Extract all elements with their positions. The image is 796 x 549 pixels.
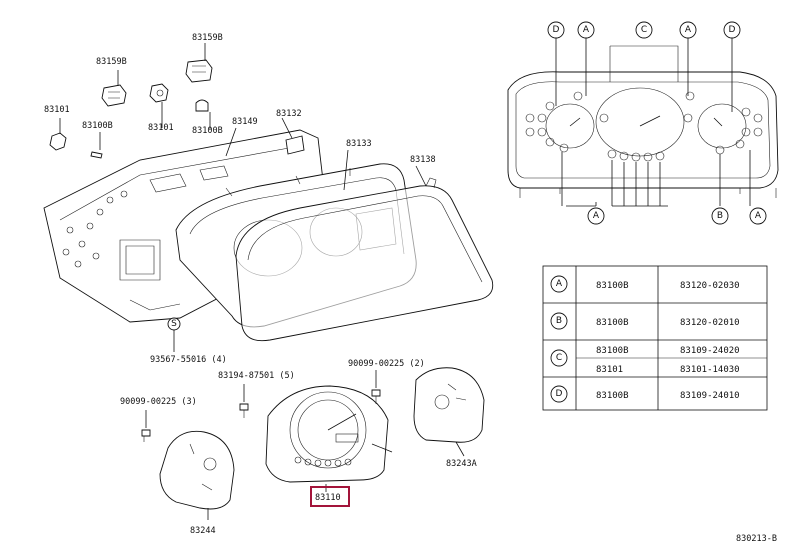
table-row-C: C 83100B 83109-24020 83101 83101-14030 xyxy=(550,346,740,375)
row-B-key: B xyxy=(556,316,562,326)
label-83110[interactable]: 83110 xyxy=(315,493,341,503)
callout-top-0: D xyxy=(553,25,560,35)
label-83149: 83149 xyxy=(232,117,258,127)
bulb-83100B-mid xyxy=(195,99,209,112)
row-D-key: D xyxy=(556,389,563,399)
row-A-col2: 83120-02030 xyxy=(680,281,740,291)
callout-top-1: A xyxy=(583,25,590,35)
table-row-B: B 83100B 83120-02010 xyxy=(550,312,740,330)
row-C-col2-b: 83101-14030 xyxy=(680,365,740,375)
callout-bottom-0: A xyxy=(593,211,600,221)
label-83138: 83138 xyxy=(410,155,436,165)
row-B-col2: 83120-02010 xyxy=(680,318,740,328)
row-A-key: A xyxy=(556,279,563,289)
socket-83101-left xyxy=(49,132,67,151)
screw-s: S xyxy=(167,317,181,352)
label-screw-5: 83194-87501 (5) xyxy=(218,371,295,381)
label-screw-s: 93567-55016 (4) xyxy=(150,355,227,365)
label-83243A: 83243A xyxy=(446,459,477,469)
label-83132: 83132 xyxy=(276,109,302,119)
label-83159B: 83159B xyxy=(96,57,127,67)
legend-table: A 83100B 83120-02030 B 83100B 83120-0201… xyxy=(542,265,768,411)
label-83244: 83244 xyxy=(190,526,216,536)
table-row-D: D 83100B 83109-24010 xyxy=(550,385,740,403)
label-83159B-top: 83159B xyxy=(192,33,223,43)
s-marker-label: S xyxy=(171,319,177,329)
callout-top-row: D A C A D xyxy=(547,21,741,39)
socket-83159B xyxy=(101,84,127,107)
row-B-col1: 83100B xyxy=(596,318,629,328)
screw-5 xyxy=(239,384,249,418)
table-row-A: A 83100B 83120-02030 xyxy=(550,275,740,293)
gauge-83110 xyxy=(265,385,393,492)
label-83101-b: 83101 xyxy=(148,123,174,133)
highlight-83110-box xyxy=(310,486,350,507)
label-83100B-a: 83100B xyxy=(82,121,113,131)
bulb-83100B-left xyxy=(90,151,103,159)
clip-83132 xyxy=(285,135,305,155)
callout-bottom-2: A xyxy=(755,211,762,221)
lens-83138 xyxy=(235,177,494,342)
socket-83159B-top xyxy=(185,59,213,83)
row-A-col1: 83100B xyxy=(596,281,629,291)
row-C-col1-a: 83100B xyxy=(596,346,629,356)
callout-bottom-1: B xyxy=(717,211,723,221)
socket-83101-mid xyxy=(149,83,169,103)
callout-bottom-row: A B A xyxy=(587,207,767,225)
label-83101: 83101 xyxy=(44,105,70,115)
cluster-front-view xyxy=(507,45,779,198)
row-D-col1: 83100B xyxy=(596,391,629,401)
row-C-col2-a: 83109-24020 xyxy=(680,346,740,356)
label-screw-2: 90099-00225 (2) xyxy=(348,359,425,369)
plate-83244 xyxy=(159,430,235,520)
drawing-number: 830213-B xyxy=(736,534,777,544)
label-83100B-b: 83100B xyxy=(192,126,223,136)
row-D-col2: 83109-24010 xyxy=(680,391,740,401)
row-C-key: C xyxy=(556,353,562,363)
callout-top-2: C xyxy=(641,25,647,35)
label-83133: 83133 xyxy=(346,139,372,149)
label-screw-3: 90099-00225 (3) xyxy=(120,397,197,407)
screw-3 xyxy=(141,410,151,442)
plate-83243A xyxy=(413,367,485,457)
callout-top-4: D xyxy=(729,25,736,35)
row-C-col1-b: 83101 xyxy=(596,365,623,375)
screw-2 xyxy=(371,370,381,404)
callout-top-3: A xyxy=(685,25,692,35)
